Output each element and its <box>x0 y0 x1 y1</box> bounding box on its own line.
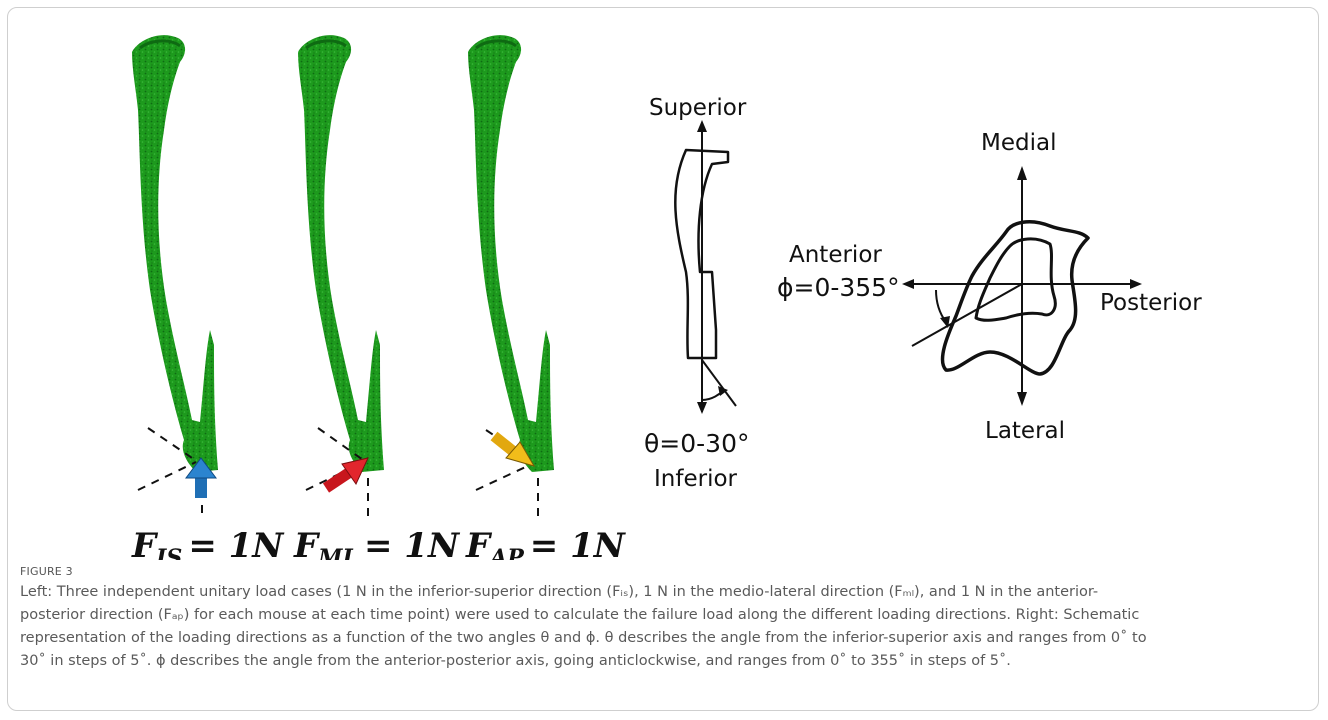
label-lateral: Lateral <box>985 418 1065 444</box>
caption-line: posterior direction (Fₐₚ) for each mouse… <box>20 604 1312 627</box>
label-anterior: Anterior <box>789 242 882 268</box>
arrow-ml <box>326 458 368 488</box>
label-theta: θ=0-30° <box>644 429 749 458</box>
equation-is: FIS= 1N <box>131 526 285 560</box>
label-medial: Medial <box>981 130 1056 156</box>
equation-ml: FML= 1N <box>293 526 461 560</box>
caption-line: Left: Three independent unitary load cas… <box>20 581 1312 604</box>
bone-shape <box>298 35 384 472</box>
equation-ap: FAP= 1N <box>465 526 627 560</box>
label-inferior: Inferior <box>654 466 738 492</box>
bone-shape <box>468 35 554 472</box>
schematic-cross-section: Medial Anterior ϕ=0-355° Posterior Later… <box>777 130 1202 444</box>
caption-text: Left: Three independent unitary load cas… <box>20 581 1312 673</box>
schematic-side-view: Superior θ=0-30° Inferior <box>644 95 749 492</box>
caption-line: representation of the loading directions… <box>20 627 1312 650</box>
bone-model-is <box>132 35 218 472</box>
caption-line: 30˚ in steps of 5˚. ϕ describes the angl… <box>20 650 1312 673</box>
bone-outline-inner <box>976 239 1055 320</box>
bone-model-ml <box>298 35 384 472</box>
label-phi: ϕ=0-355° <box>777 273 900 302</box>
label-superior: Superior <box>649 95 747 121</box>
bone-shape <box>132 35 218 472</box>
bone-model-ap <box>468 35 554 472</box>
figure-label: FIGURE 3 <box>20 565 1312 578</box>
figure-illustration: FIS= 1N FML= 1N FAP= 1N Superior θ=0-30°… <box>0 0 1328 560</box>
bone-outline-outer <box>943 222 1089 374</box>
label-posterior: Posterior <box>1100 290 1202 316</box>
figure-caption: FIGURE 3 Left: Three independent unitary… <box>20 565 1312 673</box>
